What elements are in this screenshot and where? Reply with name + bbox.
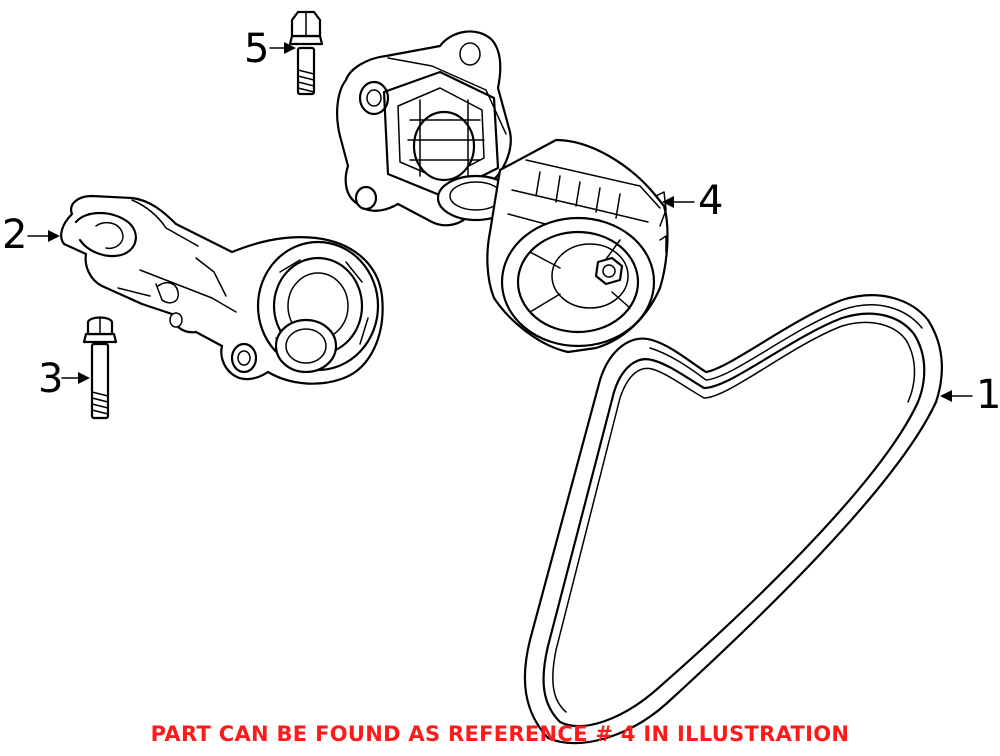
bolt-lower: [82, 316, 118, 420]
callout-3: 3: [38, 356, 90, 402]
callout-arrow-2: [48, 230, 60, 242]
callout-label-1: 1: [976, 372, 1000, 418]
callout-label-3: 3: [38, 356, 63, 402]
tensioner-housing: [60, 194, 384, 385]
callout-4: 4: [662, 178, 723, 224]
callout-5: 5: [244, 26, 296, 72]
callout-label-5: 5: [244, 26, 269, 72]
tensioner-assembly: [336, 30, 669, 354]
callout-arrow-5: [284, 42, 296, 54]
callout-arrow-3: [78, 372, 90, 384]
callout-label-4: 4: [698, 178, 723, 224]
bolt-upper: [288, 10, 324, 96]
callout-arrow-4: [662, 196, 674, 208]
callout-arrow-1: [940, 390, 952, 402]
callout-1: 1: [940, 372, 1000, 418]
callout-2: 2: [2, 212, 60, 258]
reference-note: PART CAN BE FOUND AS REFERENCE # 4 IN IL…: [150, 722, 850, 746]
serpentine-belt: [523, 294, 943, 745]
callout-label-2: 2: [2, 212, 27, 258]
